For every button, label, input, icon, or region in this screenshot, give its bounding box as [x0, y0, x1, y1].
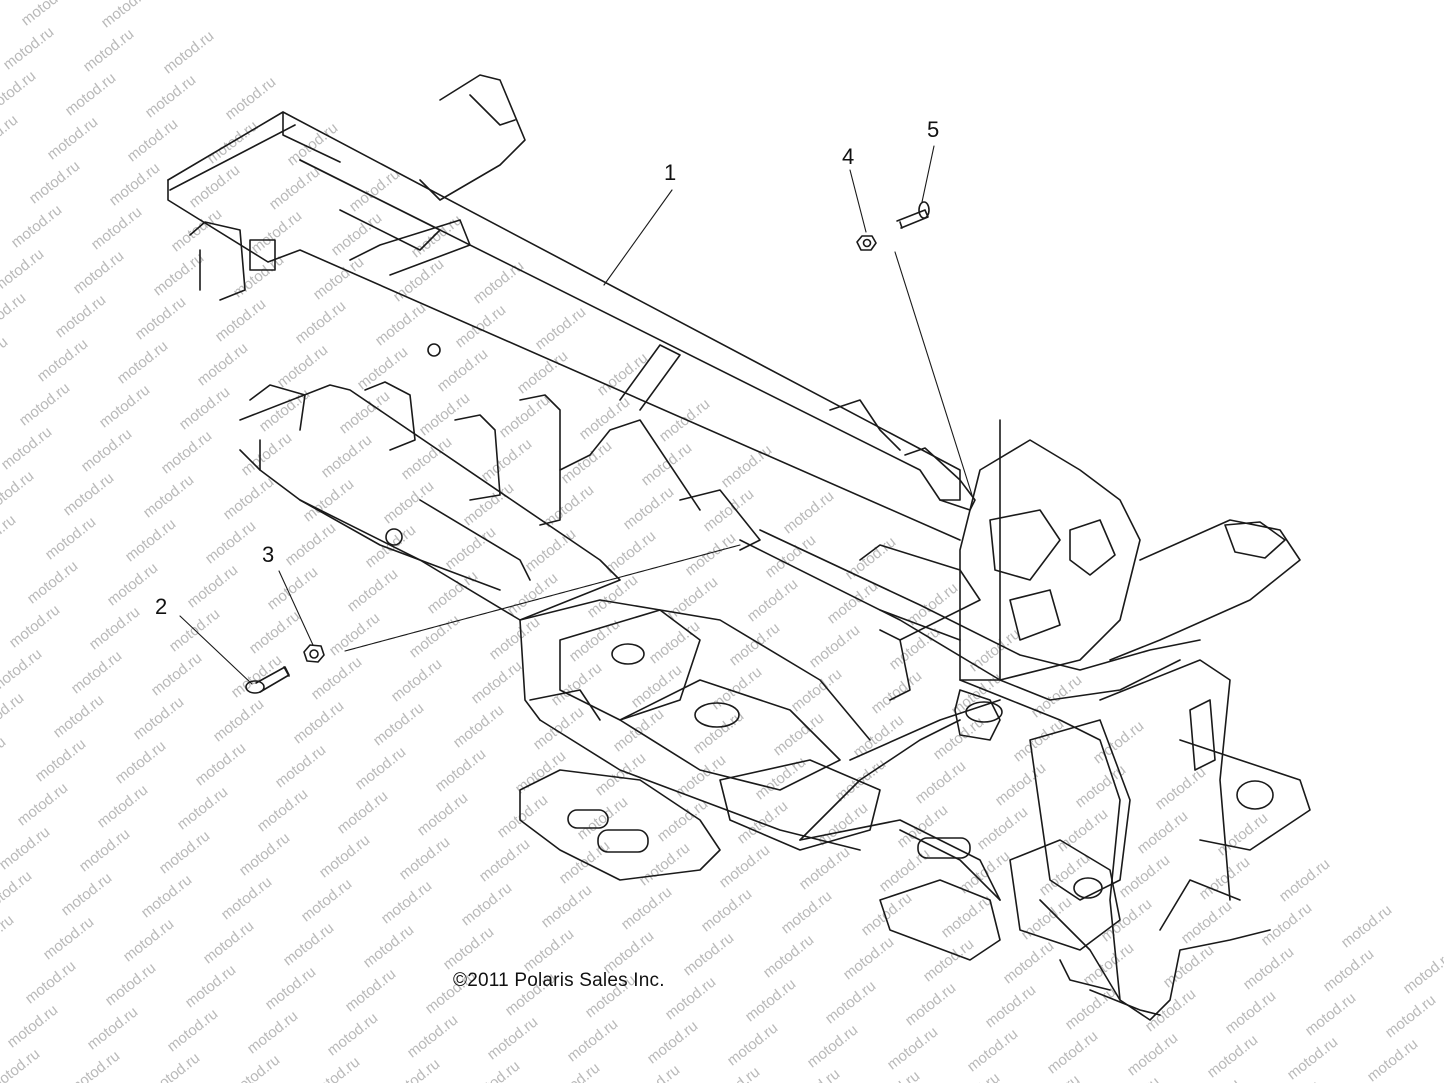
leader-lines [179, 145, 973, 685]
copyright-notice: ©2011 Polaris Sales Inc. [453, 970, 665, 991]
callout-2: 2 [155, 594, 168, 619]
front-bulkhead [954, 419, 1311, 1021]
nut-part-4 [856, 235, 877, 251]
leader-line-1 [603, 189, 673, 286]
callout-5: 5 [927, 117, 940, 142]
front-cross-tube [739, 529, 1201, 841]
nut-part-3 [303, 644, 325, 663]
callout-1: 1 [664, 160, 677, 185]
leader-line-5 [921, 145, 935, 203]
leader-line-nut-3-to-frame [344, 544, 741, 652]
leader-line-3 [278, 570, 314, 646]
bolt-part-5 [896, 201, 930, 229]
bolt-part-2 [245, 666, 290, 694]
center-floor-pan [519, 544, 1001, 961]
leader-line-4 [849, 169, 867, 233]
leader-line-2 [179, 615, 253, 685]
upper-frame-rail [167, 74, 976, 551]
leader-line-nut-4-to-frame [894, 251, 973, 496]
callout-4: 4 [842, 144, 855, 169]
callout-3: 3 [262, 542, 275, 567]
lower-left-frame [239, 343, 621, 721]
